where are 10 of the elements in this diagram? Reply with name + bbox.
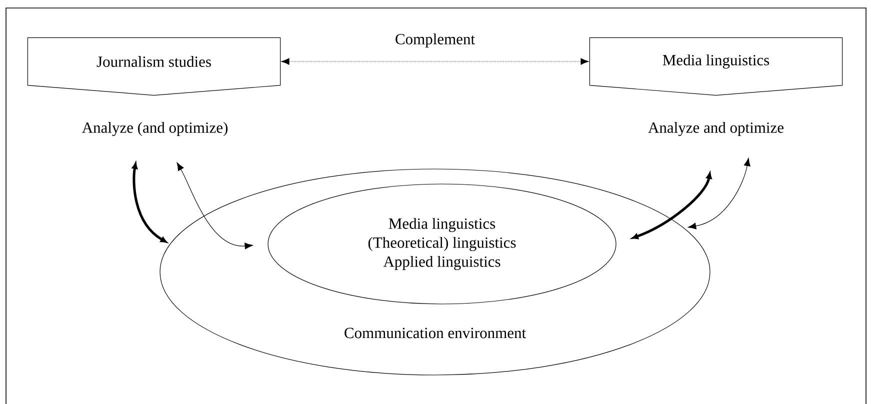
- label-text: Analyze and optimize: [648, 122, 784, 136]
- banner-box: Journalism studies: [27, 37, 281, 96]
- banner-box: Media linguistics: [589, 37, 843, 96]
- label-text: Analyze (and optimize): [82, 122, 228, 136]
- arrow: [176, 162, 253, 250]
- arrow: [132, 162, 167, 243]
- arrow: [688, 158, 750, 230]
- arrow: [281, 58, 589, 65]
- arrow: [632, 172, 712, 240]
- edge-label: Complement: [394, 32, 476, 49]
